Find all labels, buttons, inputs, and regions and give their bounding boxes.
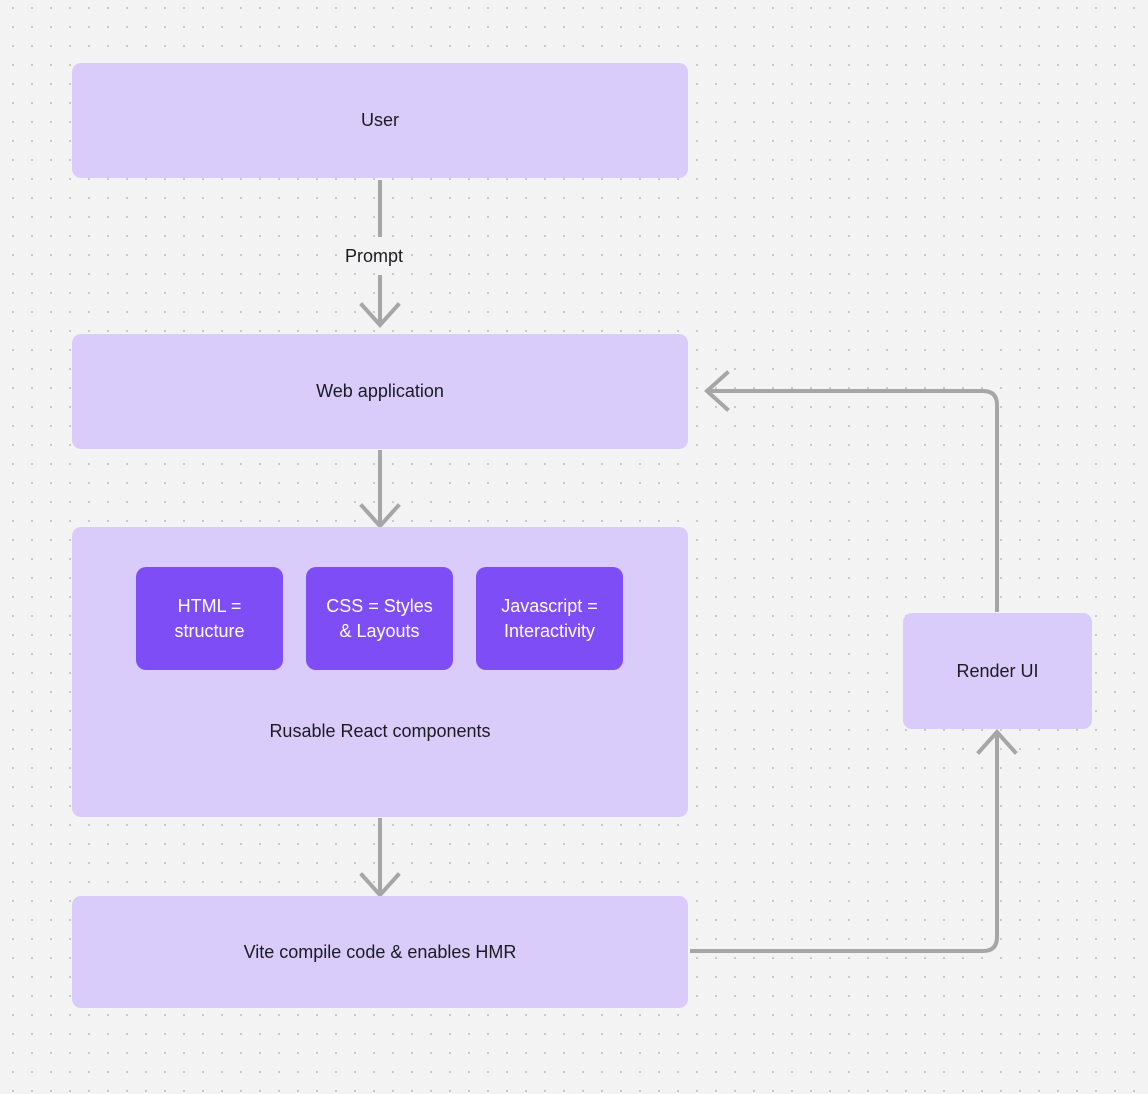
arrowhead-vite-to-render bbox=[976, 729, 1018, 755]
node-html-chip-line1: HTML = bbox=[177, 596, 242, 617]
edge-label-prompt: Prompt bbox=[345, 246, 404, 266]
node-web-application[interactable]: Web application bbox=[72, 334, 688, 449]
arrowhead-render-to-web bbox=[704, 370, 730, 412]
node-css-chip-line1: CSS = Styles bbox=[326, 596, 433, 617]
node-user[interactable]: User bbox=[72, 63, 688, 178]
node-render-ui-label: Render UI bbox=[956, 660, 1039, 681]
node-web-application-label: Web application bbox=[316, 381, 444, 402]
node-js-chip-line1: Javascript = bbox=[501, 596, 598, 617]
edge-render-to-web bbox=[709, 389, 999, 612]
node-vite[interactable]: Vite compile code & enables HMR bbox=[72, 896, 688, 1008]
node-render-ui[interactable]: Render UI bbox=[903, 613, 1092, 729]
arrowhead-web-to-components bbox=[359, 503, 401, 529]
node-js-chip[interactable]: Javascript = Interactivity bbox=[476, 567, 623, 670]
node-css-chip[interactable]: CSS = Styles & Layouts bbox=[306, 567, 453, 670]
node-components-container-label: Rusable React components bbox=[269, 721, 491, 741]
node-css-chip-line2: & Layouts bbox=[339, 620, 420, 641]
node-html-chip-line2: structure bbox=[174, 620, 245, 641]
arrowhead-components-to-vite bbox=[359, 872, 401, 898]
edge-vite-to-render bbox=[690, 734, 999, 953]
node-vite-label: Vite compile code & enables HMR bbox=[243, 941, 517, 962]
node-html-chip[interactable]: HTML = structure bbox=[136, 567, 283, 670]
arrowhead-user-to-web bbox=[359, 302, 401, 328]
node-js-chip-line2: Interactivity bbox=[503, 620, 596, 641]
node-user-label: User bbox=[360, 110, 399, 131]
